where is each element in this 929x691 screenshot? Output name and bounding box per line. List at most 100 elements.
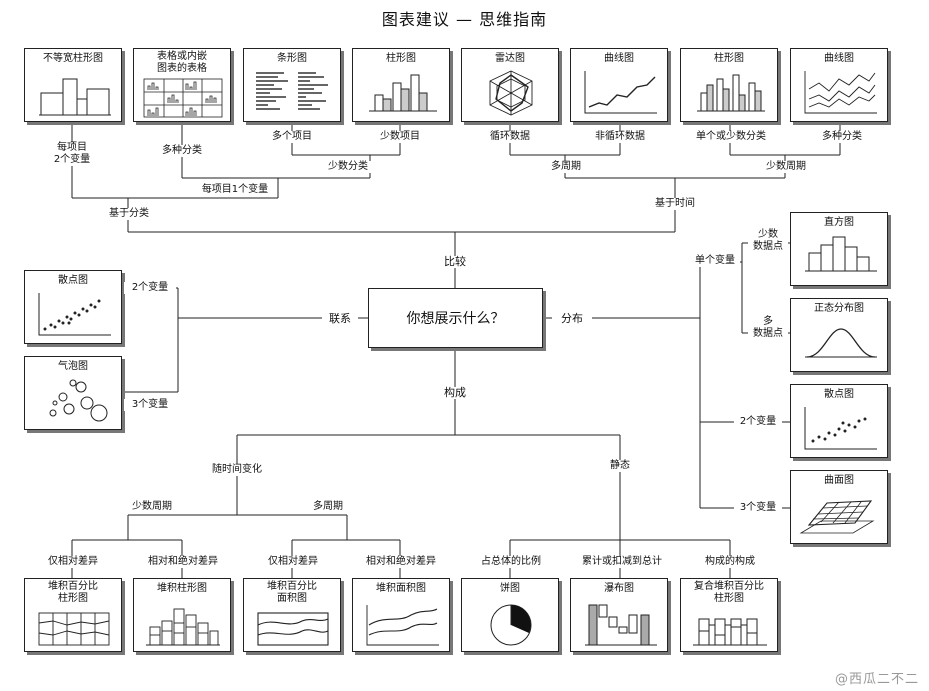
label-few-categories: 少数分类: [318, 161, 378, 173]
card-bubble: 气泡图: [24, 356, 122, 430]
label-few-periods: 少数周期: [756, 161, 816, 173]
card-caption: 正态分布图: [814, 303, 864, 314]
label-few-items: 少数项目: [370, 131, 430, 143]
card-caption: 饼图: [500, 583, 520, 594]
waterfall-chart-icon: [585, 604, 657, 646]
stacked-area-icon: [366, 605, 439, 646]
card-surface: 曲面图: [790, 470, 888, 544]
card-stacked-pct-with-subcomponents: 复合堆积百分比 柱形图: [680, 578, 778, 652]
card-caption: 直方图: [824, 217, 854, 228]
label-many-categories-2: 多种分类: [812, 131, 872, 143]
label-accumulate: 累计或扣减到总计: [576, 556, 668, 568]
radar-chart-icon: [489, 70, 533, 116]
card-caption: 雷达图: [495, 53, 525, 64]
center-question: 你想展示什么？: [368, 288, 543, 348]
label-share-of-total: 占总体的比例: [474, 556, 548, 568]
table-with-charts-icon: [143, 78, 223, 118]
card-normal-distribution: 正态分布图: [790, 298, 888, 372]
card-table-with-charts: 表格或内嵌 图表的表格: [133, 48, 231, 122]
label-static: 静态: [602, 460, 638, 472]
card-stacked-pct-column: 堆积百分比 柱形图: [24, 578, 122, 652]
scatter-chart-icon: [38, 293, 111, 336]
card-caption: 瀑布图: [604, 583, 634, 594]
scatter-chart-icon: [804, 407, 877, 450]
card-variable-width-column: 不等宽柱形图: [24, 48, 122, 122]
stacked-percent-column-icon: [38, 612, 110, 646]
multi-line-chart-icon: [804, 71, 877, 114]
card-caption: 曲线图: [824, 53, 854, 64]
branch-relation: 联系: [322, 313, 358, 325]
card-stacked-column: 堆积柱形图: [133, 578, 231, 652]
histogram-icon: [805, 236, 877, 272]
card-histogram: 直方图: [790, 212, 888, 286]
label-few-points: 少数 数据点: [748, 229, 788, 253]
branch-composition: 构成: [437, 387, 473, 399]
label-cyclic: 循环数据: [480, 131, 540, 143]
stacked-percent-area-icon: [257, 612, 329, 646]
card-column-chart: 柱形图: [352, 48, 450, 122]
card-caption: 柱形图: [714, 53, 744, 64]
column-chart-icon: [697, 74, 765, 112]
page-title: 图表建议 — 思维指南: [381, 10, 548, 29]
stacked-percent-subcomponent-icon: [693, 618, 767, 646]
label-relative-absolute: 相对和绝对差异: [140, 556, 226, 568]
label-many-items: 多个项目: [262, 131, 322, 143]
card-line-chart-2: 曲线图: [790, 48, 888, 122]
card-caption: 气泡图: [58, 361, 88, 372]
label-relation-3var: 3个变量: [124, 399, 176, 411]
card-stacked-pct-area: 堆积百分比 面积图: [243, 578, 341, 652]
card-caption: 复合堆积百分比 柱形图: [694, 581, 764, 604]
card-caption: 不等宽柱形图: [43, 53, 103, 64]
label-relative-only: 仅相对差异: [40, 556, 106, 568]
label-many-categories: 多种分类: [150, 145, 214, 157]
card-caption: 散点图: [58, 275, 88, 286]
pie-chart-icon: [490, 604, 532, 646]
column-chart-icon: [369, 74, 437, 112]
card-scatter: 散点图: [24, 270, 122, 344]
label-relation-2var: 2个变量: [124, 282, 176, 294]
card-caption: 曲面图: [824, 475, 854, 486]
card-caption: 堆积百分比 柱形图: [48, 581, 98, 604]
label-by-time: 基于时间: [646, 198, 704, 210]
bell-curve-icon: [805, 328, 877, 358]
card-pie: 饼图: [461, 578, 559, 652]
card-column-chart-2: 柱形图: [680, 48, 778, 122]
watermark: @西瓜二不二: [834, 672, 919, 687]
label-single-var: 单个变量: [690, 255, 740, 267]
card-line-chart: 曲线图: [570, 48, 668, 122]
card-bar-chart: 条形图: [243, 48, 341, 122]
surface-chart-icon: [799, 500, 875, 534]
stacked-column-icon: [146, 608, 220, 646]
card-caption: 曲线图: [604, 53, 634, 64]
branch-compare: 比较: [437, 256, 473, 268]
label-components: 构成的构成: [698, 556, 762, 568]
label-relative-only-2: 仅相对差异: [260, 556, 326, 568]
card-caption: 堆积面积图: [376, 583, 426, 594]
bubble-chart-icon: [49, 379, 108, 422]
card-caption: 条形图: [277, 53, 307, 64]
card-caption: 柱形图: [386, 53, 416, 64]
branch-distribution: 分布: [552, 313, 592, 325]
label-per-item-1var: 每项目1个变量: [196, 184, 274, 196]
label-many-periods: 多周期: [306, 501, 350, 513]
label-dist-2var: 2个变量: [734, 416, 782, 428]
card-waterfall: 瀑布图: [570, 578, 668, 652]
card-caption: 表格或内嵌 图表的表格: [157, 51, 207, 74]
variable-width-column-icon: [39, 78, 111, 116]
label-relative-absolute-2: 相对和绝对差异: [358, 556, 444, 568]
bar-chart-icon: [256, 72, 328, 110]
label-many-points: 多 数据点: [748, 316, 788, 340]
label-many-periods: 多周期: [540, 161, 592, 173]
label-changing-over-time: 随时间变化: [204, 464, 270, 476]
label-single-or-few: 单个或少数分类: [686, 131, 776, 143]
label-dist-3var: 3个变量: [734, 502, 782, 514]
card-caption: 堆积柱形图: [157, 583, 207, 594]
label-noncyclic: 非循环数据: [588, 131, 652, 143]
label-by-category: 基于分类: [100, 208, 158, 220]
card-stacked-area: 堆积面积图: [352, 578, 450, 652]
line-chart-icon: [584, 71, 657, 114]
label-few-periods: 少数周期: [124, 501, 180, 513]
card-caption: 散点图: [824, 389, 854, 400]
card-caption: 堆积百分比 面积图: [267, 581, 317, 604]
card-scatter-2: 散点图: [790, 384, 888, 458]
